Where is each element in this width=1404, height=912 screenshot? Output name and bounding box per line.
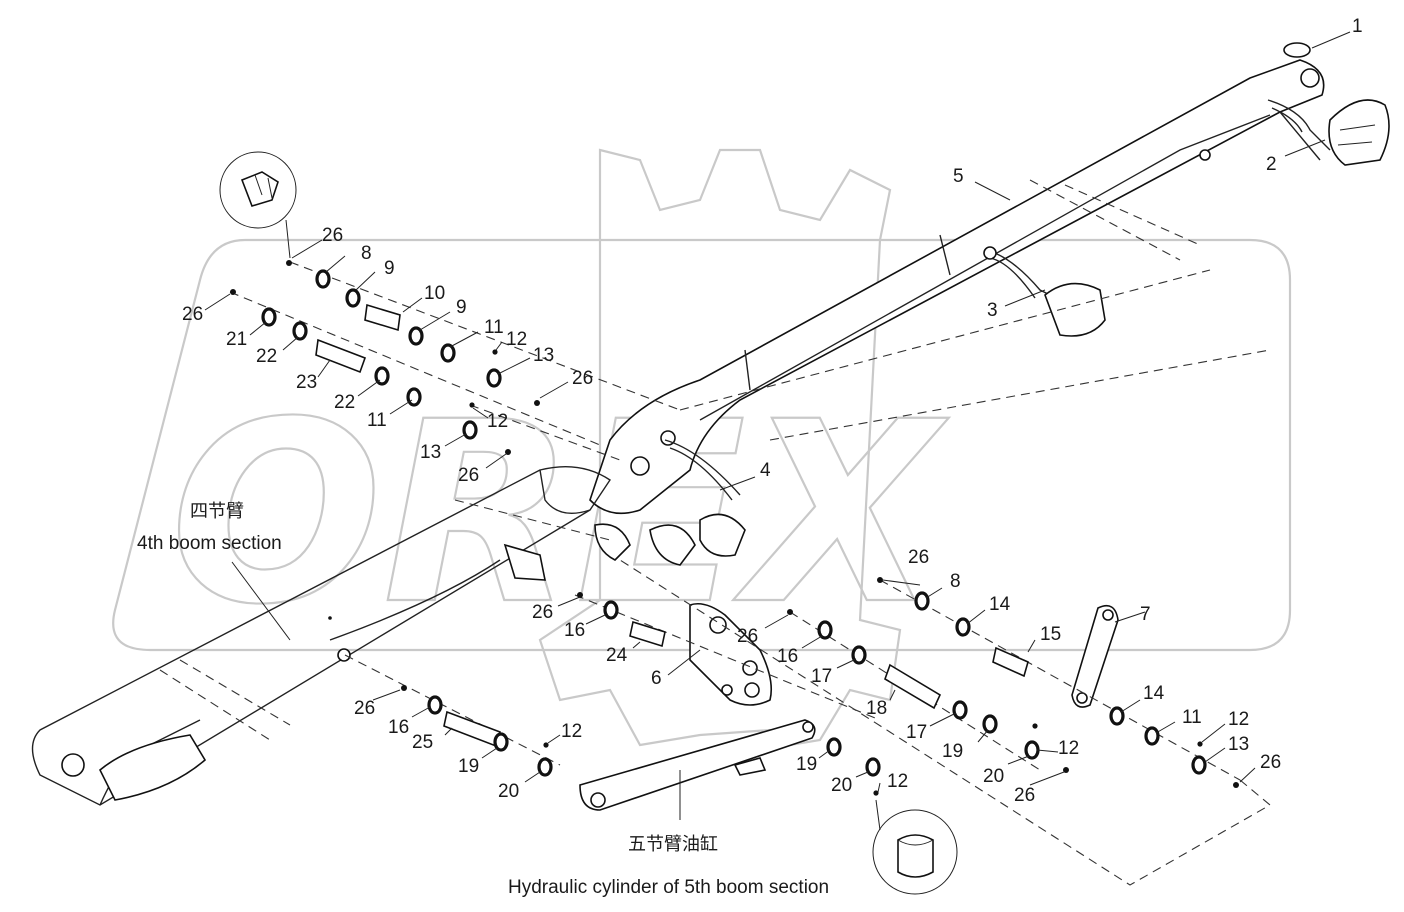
callout-19: 19 [796,754,817,775]
callout-2: 2 [1266,154,1277,175]
callout-26: 26 [458,465,479,486]
hose-4 [594,439,746,566]
callout-26: 26 [182,304,203,325]
caption-cylinder-en: Hydraulic cylinder of 5th boom section [508,877,829,898]
callout-14: 14 [1143,683,1165,704]
callout-13: 13 [1228,734,1249,755]
boom-section-5 [589,59,1325,515]
hose-3 [983,246,1106,337]
callout-12: 12 [1228,709,1249,730]
callout-1: 1 [1352,16,1363,37]
callout-22: 22 [334,392,355,413]
callout-10: 10 [424,283,445,304]
captions: 四节臂 4th boom section 五节臂油缸 Hydraulic cyl… [137,501,829,898]
callout-3: 3 [987,300,998,321]
callout-16: 16 [777,646,798,667]
callout-16: 16 [388,717,409,738]
callout-26: 26 [532,602,553,623]
callout-26: 26 [322,225,343,246]
hydraulic-cylinder [579,719,816,811]
callout-22: 22 [256,346,277,367]
callout-26: 26 [1260,752,1281,773]
callout-13: 13 [533,345,554,366]
fitting-detail-inset [219,151,297,259]
callout-17: 17 [811,666,832,687]
callout-8: 8 [361,243,372,264]
callout-20: 20 [498,781,519,802]
callout-11: 11 [484,317,504,338]
callout-12: 12 [506,329,527,350]
callout-12: 12 [1058,738,1079,759]
callout-15: 15 [1040,624,1061,645]
callout-11: 11 [1182,707,1202,728]
plate-6 [689,602,773,706]
callout-9: 9 [456,297,467,318]
caption-4th-boom-zh: 四节臂 [190,501,244,522]
callout-5: 5 [953,166,964,187]
boom-section-4 [31,465,611,806]
callout-25: 25 [412,732,433,753]
assembly-axis-lines [159,179,1271,886]
leader-lines [204,31,1351,820]
bushing-detail-inset [872,799,958,895]
callout-labels: 1 2 3 4 5 6 7 26 8 9 10 9 11 12 13 26 26… [182,16,1363,806]
callout-19: 19 [942,741,963,762]
callout-12: 12 [561,721,582,742]
callout-26: 26 [908,547,929,568]
callout-19: 19 [458,756,479,777]
callout-12: 12 [487,411,508,432]
link-7 [1071,604,1119,708]
callout-11: 11 [367,410,387,431]
callout-20: 20 [983,766,1004,787]
caption-4th-boom-en: 4th boom section [137,533,282,554]
callout-17: 17 [906,722,927,743]
hose-2 [1267,99,1390,166]
callout-21: 21 [226,329,247,350]
callout-24: 24 [606,645,628,666]
caption-cylinder-zh: 五节臂油缸 [628,833,718,855]
callout-7: 7 [1140,604,1151,625]
callout-20: 20 [831,775,852,796]
callout-14: 14 [989,594,1011,615]
callout-4: 4 [760,460,771,481]
callout-26: 26 [737,626,758,647]
watermark-logo: OREX [112,148,1292,747]
callout-6: 6 [651,668,662,689]
callout-12: 12 [887,771,908,792]
callout-26: 26 [572,368,593,389]
callout-26: 26 [354,698,375,719]
callout-23: 23 [296,372,317,393]
callout-8: 8 [950,571,961,592]
callout-26: 26 [1014,785,1035,806]
callout-18: 18 [866,698,887,719]
watermark-text: OREX [170,368,949,659]
callout-16: 16 [564,620,585,641]
callout-9: 9 [384,258,395,279]
callout-13: 13 [420,442,441,463]
hardware-parts [230,42,1311,796]
